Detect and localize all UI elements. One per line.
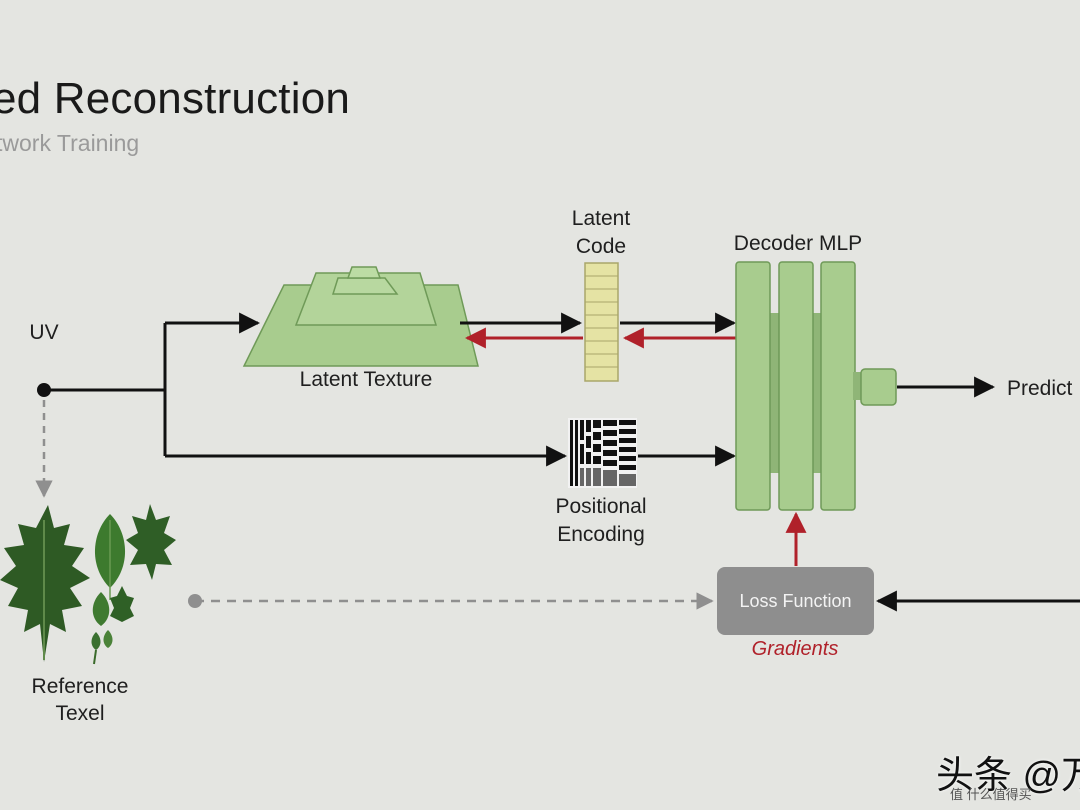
latent-texture-label: Latent Texture (299, 368, 433, 391)
positional-encoding-pattern (568, 418, 637, 488)
positional-encoding-label-line2: Encoding (557, 523, 645, 546)
decoder-mlp-label: Decoder MLP (733, 232, 863, 255)
page-title: ed Reconstruction (0, 74, 351, 123)
prediction-label: Predict (1007, 377, 1073, 400)
gradients-label: Gradients (751, 638, 839, 660)
page-subtitle: twork Training (0, 130, 140, 156)
latent-code-label-line1: Latent (571, 207, 631, 230)
watermark-text: 头条 @万 (936, 755, 1080, 797)
latent-texture-pyramid (242, 266, 479, 367)
latent-code-vector (584, 262, 619, 382)
reference-texel-label-line2: Texel (55, 702, 105, 725)
decoder-layer-3 (820, 261, 856, 511)
decoder-mlp (735, 261, 897, 511)
positional-encoding-label-line1: Positional (555, 495, 647, 518)
uv-connections (37, 312, 568, 467)
loss-function-label: Loss Function (739, 590, 852, 611)
watermark-subtext: 值 什么值得买 (950, 787, 1032, 802)
uv-node (37, 383, 51, 397)
reference-texel-label-line1: Reference (31, 675, 129, 698)
reference-node (188, 594, 202, 608)
decoder-output-node (860, 368, 897, 406)
decoder-layer-1 (735, 261, 771, 511)
latent-code-label-line2: Code (575, 235, 627, 258)
loss-function-box: Loss Function (717, 567, 874, 635)
uv-label: UV (29, 321, 59, 344)
decoder-layer-2 (778, 261, 814, 511)
reference-leaves-image (0, 504, 176, 665)
